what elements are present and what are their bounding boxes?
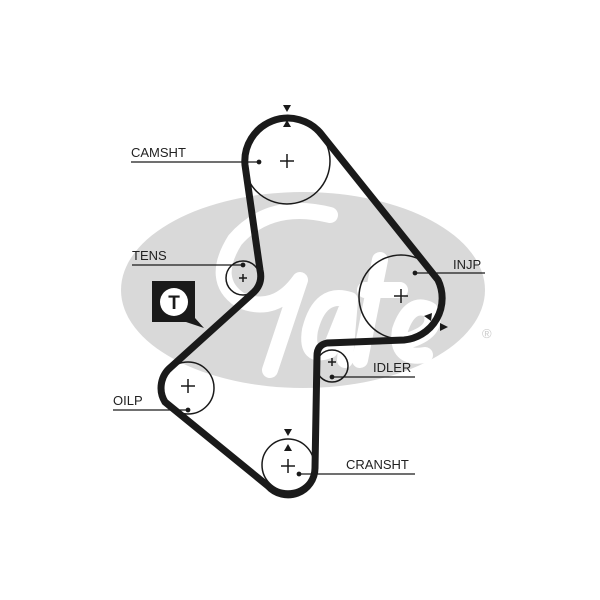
arrow-up-icon	[283, 120, 291, 127]
label-oil-pump: OILP	[113, 393, 143, 408]
timing-marks	[283, 105, 448, 451]
label-injection-pump: INJP	[453, 257, 481, 272]
arrow-down-icon	[283, 105, 291, 112]
arrow-down-icon	[284, 429, 292, 436]
label-tensioner: TENS	[132, 248, 167, 263]
timing-belt	[157, 114, 446, 499]
leader-lines	[113, 159, 485, 477]
arrow-icon	[440, 323, 448, 331]
center-marks	[181, 154, 408, 473]
arrow-up-icon	[284, 444, 292, 451]
arrow-icon	[424, 313, 432, 321]
tensioner-badge: T	[152, 281, 204, 328]
tensioner-badge-letter: T	[168, 293, 180, 314]
registered-mark: ®	[482, 326, 492, 341]
label-crankshaft: CRANSHT	[346, 457, 409, 472]
label-idler: IDLER	[373, 360, 411, 375]
label-camshaft: CAMSHT	[131, 145, 186, 160]
